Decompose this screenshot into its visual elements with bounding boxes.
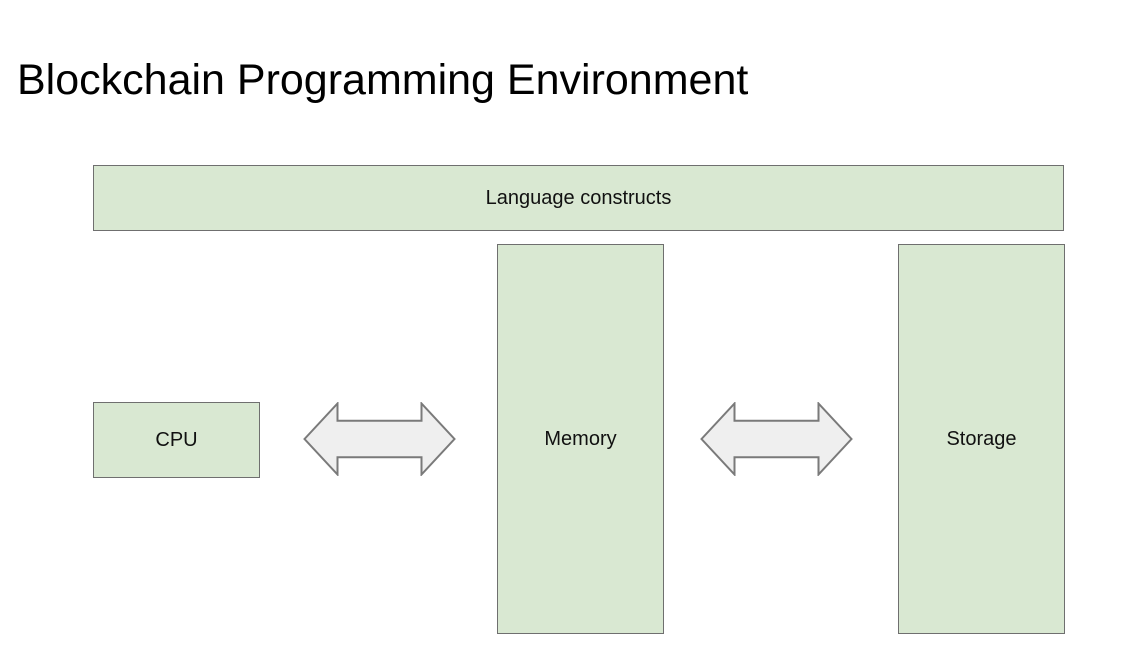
- node-cpu: CPU: [93, 402, 260, 478]
- node-cpu-label: CPU: [155, 428, 198, 451]
- page-title: Blockchain Programming Environment: [17, 55, 749, 104]
- node-storage: Storage: [898, 244, 1065, 634]
- node-storage-label: Storage: [946, 427, 1017, 450]
- double-arrow-memory-storage-icon: [700, 402, 853, 476]
- node-memory-label: Memory: [544, 427, 617, 450]
- node-language-constructs: Language constructs: [93, 165, 1064, 231]
- double-arrow-cpu-memory-icon: [303, 402, 456, 476]
- node-language-constructs-label: Language constructs: [485, 186, 672, 209]
- node-memory: Memory: [497, 244, 664, 634]
